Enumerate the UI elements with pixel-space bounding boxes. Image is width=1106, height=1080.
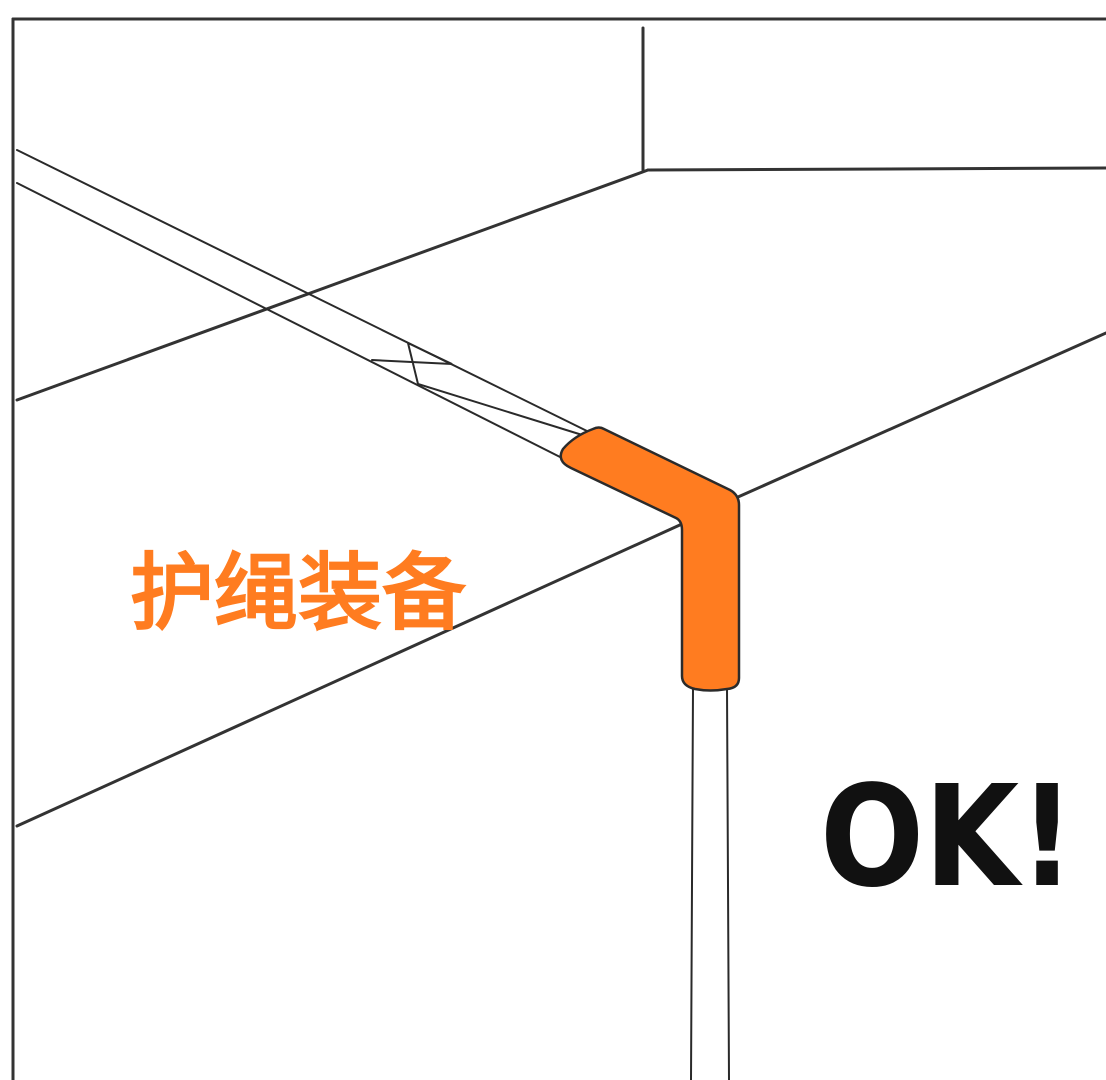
rope: [16, 149, 730, 1080]
ledge-left-edge: [15, 522, 684, 828]
roof-left-edge: [15, 168, 650, 402]
structure-edges: [15, 26, 1106, 828]
ledge-right-edge: [736, 331, 1106, 499]
rope-guard-label: 护绳装备: [130, 544, 467, 642]
ok-exclamation: OK!: [820, 756, 1075, 919]
rope-knot: [371, 341, 593, 439]
roof-back-edge: [646, 166, 1106, 172]
rope-guard: [559, 426, 741, 692]
frame-border: [11, 17, 1106, 1080]
